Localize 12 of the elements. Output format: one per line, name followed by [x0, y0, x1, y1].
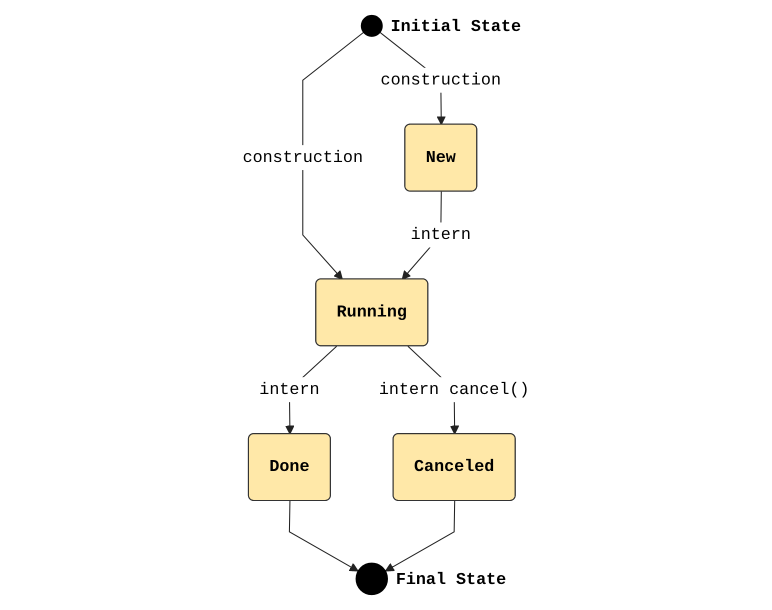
arrow — [288, 500, 359, 572]
node-circle — [360, 14, 383, 37]
arrow — [302, 32, 364, 280]
node-circle — [356, 562, 388, 596]
state-caption: Initial State — [390, 18, 522, 38]
arrow — [384, 500, 456, 572]
edge-label: construction — [242, 148, 364, 168]
edge-label: construction — [380, 70, 501, 90]
state-caption: Final State — [396, 571, 506, 590]
edge-label: intern — [410, 226, 471, 244]
edge-label: intern — [259, 380, 320, 400]
edge-label: intern cancel() — [378, 380, 530, 400]
